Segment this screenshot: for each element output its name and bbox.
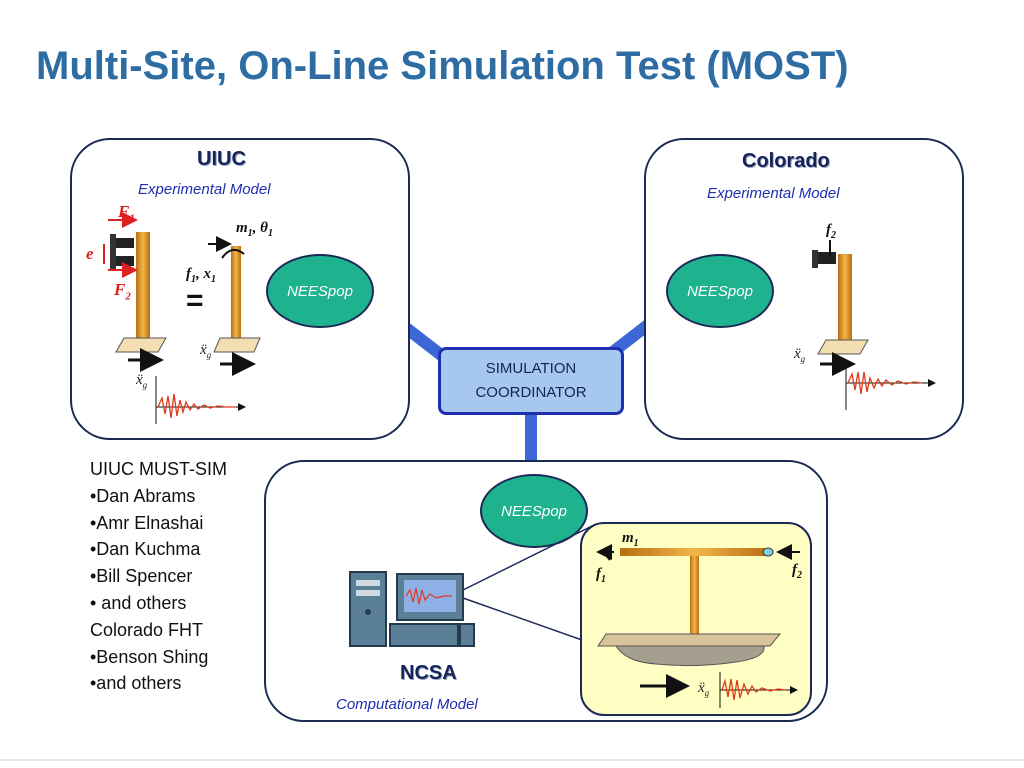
colorado-site-name: Colorado [742,150,830,172]
equals-sign: = [186,284,204,317]
neespop-label: NEESpop [687,282,753,300]
list-item: •Bill Spencer [90,566,193,587]
coordinator-line-2: COORDINATOR [475,384,587,401]
label-F1: F1 [118,202,135,225]
neespop-node-uiuc: NEESpop [266,254,374,328]
list-item: •Dan Abrams [90,485,196,506]
page-title: Multi-Site, On-Line Simulation Test (MOS… [36,44,849,88]
neespop-label: NEESpop [501,502,567,520]
label-e: e [86,244,94,263]
uiuc-test-column [103,212,167,372]
ncsa-frame-model [596,544,800,698]
label-m1-ncsa: m1 [622,530,639,549]
label-f2-colorado: f2 [826,222,836,241]
colorado-test-column [812,240,869,376]
list-item: UIUC MUST-SIM [90,459,227,479]
label-f1-ncsa: f1 [596,566,606,585]
neespop-node-colorado: NEESpop [666,254,774,328]
simulation-coordinator: SIMULATION COORDINATOR [438,347,624,415]
ncsa-site-name: NCSA [400,662,457,684]
label-f1-x1: f1, x1 [186,266,216,285]
list-item: •Dan Kuchma [90,539,201,560]
coordinator-line-1: SIMULATION [485,360,577,377]
label-ground-accel: ẍg [698,680,710,698]
list-item: • and others [90,592,187,613]
neespop-node-ncsa: NEESpop [480,474,588,548]
uiuc-site-name: UIUC [197,148,246,170]
uiuc-model-label: Experimental Model [138,181,271,198]
label-ground-accel: ẍg [136,372,148,390]
ncsa-ground-motion-record [719,672,798,708]
list-item: •Benson Shing [90,646,209,667]
uiuc-ground-motion-record [155,376,246,424]
list-item: •and others [90,673,182,694]
participants-list: UIUC MUST-SIM •Dan Abrams •Amr Elnashai … [90,456,227,697]
label-ground-accel: ẍg [200,342,212,360]
label-F2: F2 [114,280,131,303]
ncsa-model-label: Computational Model [336,696,478,713]
computer-illustration [349,525,593,647]
label-f2-ncsa: f2 [792,562,802,581]
neespop-label: NEESpop [287,282,353,300]
list-item: •Amr Elnashai [90,512,204,533]
colorado-ground-motion-record [845,368,936,410]
list-item: Colorado FHT [90,619,204,640]
uiuc-model-column [208,236,261,376]
label-ground-accel: ẍg [794,346,806,364]
label-m1-theta1: m1, θ1 [236,220,273,239]
colorado-model-label: Experimental Model [707,185,840,202]
